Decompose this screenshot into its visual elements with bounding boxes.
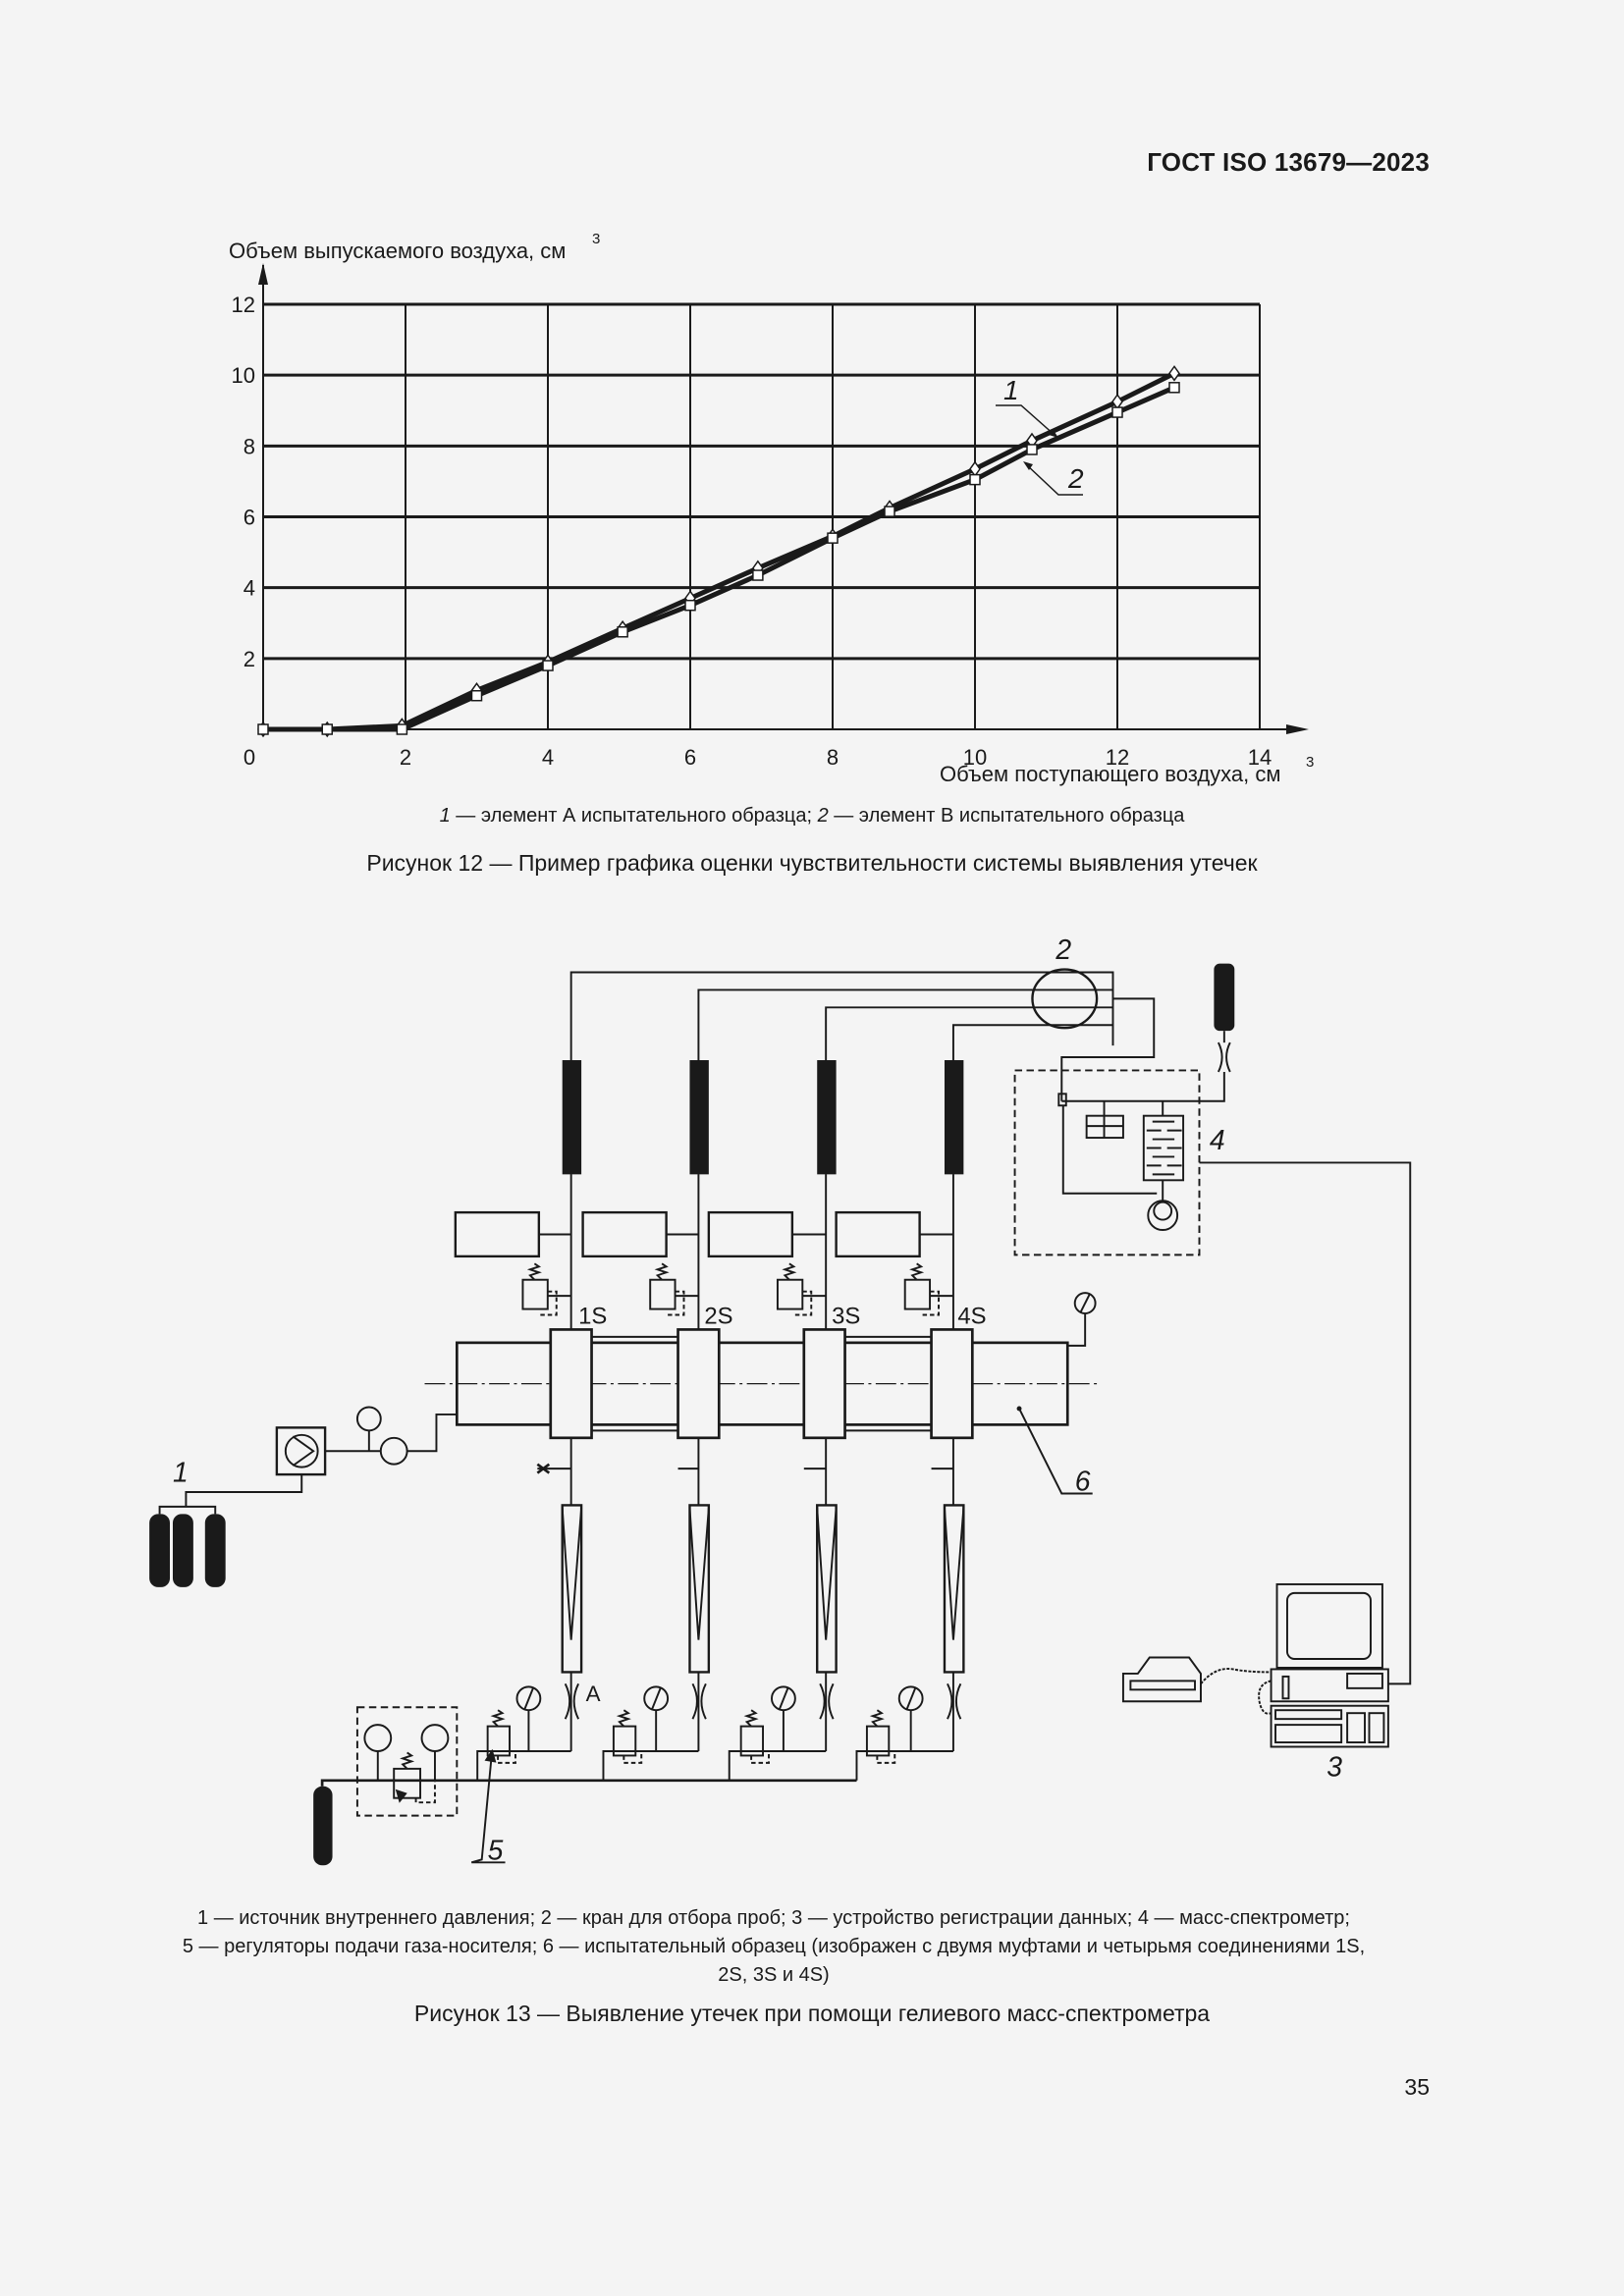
x-tick-label: 12 <box>1106 745 1129 770</box>
label-2s: 2S <box>704 1303 732 1329</box>
legend13-line2: 5 — регуляторы подачи газа-носителя; 6 —… <box>182 1936 1366 1957</box>
solenoid-valve-icons <box>521 1262 953 1316</box>
y-tick-label: 12 <box>232 293 255 317</box>
y-tick-label: 10 <box>232 363 255 388</box>
x-tick-label: 10 <box>963 745 987 770</box>
test-specimen-icon <box>424 1328 1102 1495</box>
legend-item1-text: — элемент А испытательного образца; <box>450 805 818 827</box>
y-tick-label: 4 <box>244 576 255 601</box>
computer-icon <box>1121 1582 1389 1748</box>
svg-text:3: 3 <box>592 231 600 247</box>
label-3: 3 <box>1326 1751 1342 1783</box>
label-2: 2 <box>1055 934 1071 966</box>
figure12-legend: 1 — элемент А испытательного образца; 2 … <box>0 805 1624 828</box>
svg-text:1: 1 <box>1003 375 1019 405</box>
legend-item1-number: 1 <box>439 805 451 827</box>
y-tick-label: 2 <box>244 647 255 671</box>
label-4s: 4S <box>957 1303 986 1329</box>
flowmeter-icons <box>561 1504 965 1674</box>
legend-item2-number: 2 <box>817 805 829 827</box>
figure13-caption: Рисунок 13 — Выявление утечек при помощи… <box>413 2001 1211 2026</box>
svg-text:Объем поступающего воздуха, см: Объем поступающего воздуха, см <box>940 762 1281 786</box>
figure13-legend: 1 — источник внутреннего давления; 2 — к… <box>108 1904 1439 1990</box>
label-a: A <box>586 1682 601 1706</box>
label-5: 5 <box>488 1835 504 1866</box>
carrier-gas-regulators <box>320 1672 962 1864</box>
chart-series <box>257 365 1180 738</box>
x-tick-label: 0 <box>244 745 255 770</box>
y-tick-label: 8 <box>244 434 255 458</box>
figure12-caption: Рисунок 12 — Пример графика оценки чувст… <box>366 850 1258 876</box>
label-1: 1 <box>173 1458 189 1489</box>
chart-grid <box>263 302 1261 729</box>
x-tick-label: 4 <box>542 745 554 770</box>
pressure-gauge-icon <box>355 1406 382 1432</box>
chart-axes <box>258 263 1309 734</box>
mass-spectrometer-icon <box>1013 1069 1412 1685</box>
x-tick-label: 14 <box>1248 745 1272 770</box>
x-tick-label: 8 <box>827 745 839 770</box>
x-tick-label: 6 <box>684 745 696 770</box>
document-header: ГОСТ ISO 13679—2023 <box>1147 147 1430 177</box>
label-1s: 1S <box>578 1303 607 1329</box>
label-6: 6 <box>1075 1466 1091 1497</box>
legend13-line3: 2S, 3S и 4S) <box>718 1964 830 1986</box>
svg-text:Объем выпускаемого воздуха, см: Объем выпускаемого воздуха, см <box>229 239 566 263</box>
svg-text:2: 2 <box>1067 463 1084 494</box>
sampling-valve-icon <box>1031 968 1099 1030</box>
legend13-line1: 1 — источник внутреннего давления; 2 — к… <box>197 1907 1350 1929</box>
svg-text:3: 3 <box>1306 754 1314 771</box>
y-tick-label: 6 <box>244 506 255 530</box>
adsorption-column-icons <box>149 963 1235 1866</box>
label-3s: 3S <box>832 1303 860 1329</box>
page-number: 35 <box>1404 2074 1430 2100</box>
legend-item2-text: — элемент В испытательного образца <box>828 805 1185 827</box>
x-tick-label: 2 <box>400 745 411 770</box>
label-4: 4 <box>1210 1125 1225 1156</box>
